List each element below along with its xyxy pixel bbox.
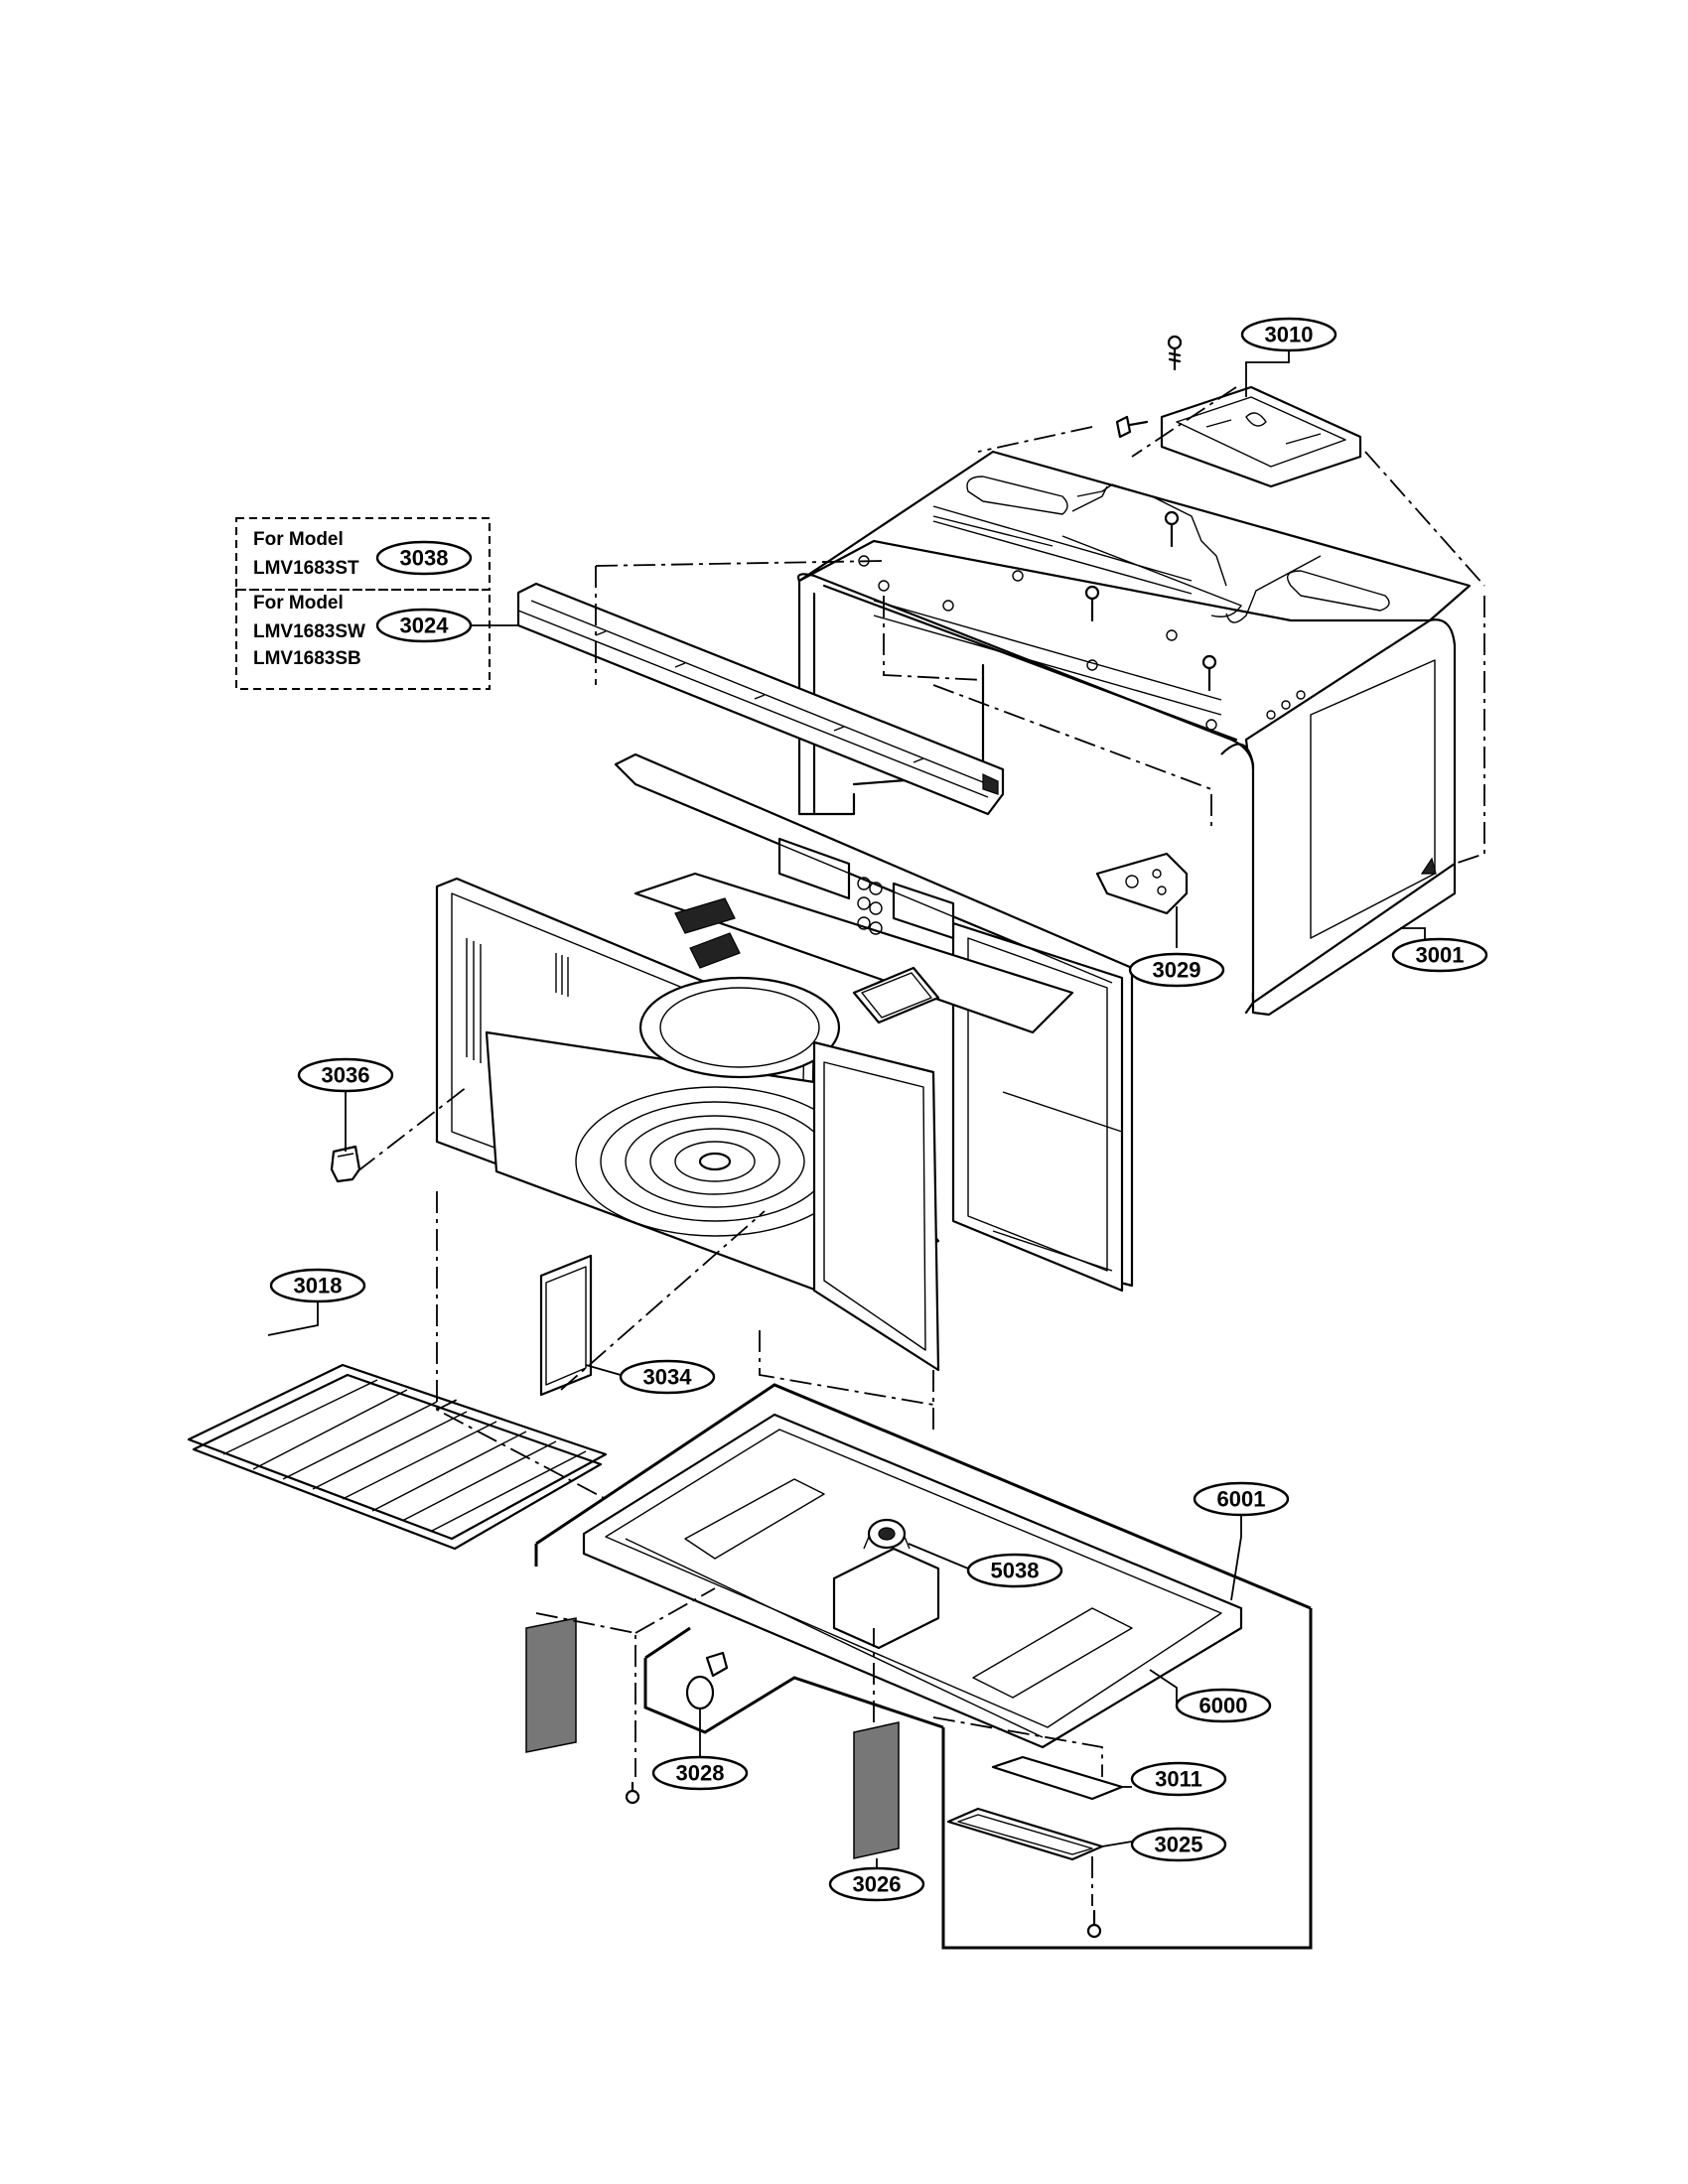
svg-text:3036: 3036 bbox=[322, 1063, 370, 1088]
control-holes bbox=[857, 877, 883, 935]
outer-case-part bbox=[796, 450, 1472, 1017]
base-plate-6000-part bbox=[582, 1413, 1243, 1749]
svg-text:3011: 3011 bbox=[1155, 1767, 1202, 1792]
screw-icon bbox=[1084, 585, 1100, 622]
svg-text:3010: 3010 bbox=[1265, 323, 1314, 347]
svg-text:3028: 3028 bbox=[676, 1761, 725, 1786]
thermostat-5038-part bbox=[863, 1518, 911, 1550]
case-screw-holes bbox=[858, 555, 1306, 731]
screw-icon bbox=[1164, 510, 1180, 548]
model-note-2-line3: LMV1683SB bbox=[253, 648, 361, 669]
model-note-box-2: For Model LMV1683SW LMV1683SB bbox=[235, 589, 491, 690]
sub-assembly-frame bbox=[534, 1383, 1313, 1950]
screw-icon bbox=[1086, 1909, 1102, 1939]
model-note-2-line2: LMV1683SW bbox=[253, 621, 365, 642]
assembly-lines bbox=[356, 386, 1485, 1906]
lamp-holder-3025-part bbox=[946, 1807, 1104, 1861]
callout-3010: 3010 bbox=[1240, 317, 1337, 352]
callout-3028: 3028 bbox=[651, 1755, 749, 1791]
model-note-box-1: For Model LMV1683ST bbox=[235, 517, 491, 591]
callout-3036: 3036 bbox=[297, 1057, 394, 1093]
screw-icon bbox=[625, 1781, 640, 1805]
model-note-1-line1: For Model bbox=[253, 529, 344, 550]
svg-text:3026: 3026 bbox=[853, 1872, 902, 1897]
top-bracket-3010-part bbox=[1084, 335, 1362, 692]
grille-panel-part bbox=[516, 582, 1005, 816]
oven-rack-3018-part bbox=[187, 1363, 608, 1551]
callout-3018: 3018 bbox=[269, 1268, 366, 1303]
callout-5038: 5038 bbox=[966, 1553, 1063, 1588]
svg-text:3034: 3034 bbox=[643, 1365, 693, 1390]
svg-text:3018: 3018 bbox=[294, 1274, 343, 1298]
screw-icon bbox=[1201, 654, 1217, 692]
cavity-assembly-part bbox=[435, 752, 1134, 1372]
callout-3011: 3011 bbox=[1130, 1761, 1227, 1797]
svg-text:3001: 3001 bbox=[1416, 943, 1465, 968]
callout-3034: 3034 bbox=[619, 1359, 716, 1395]
svg-text:3038: 3038 bbox=[400, 546, 449, 571]
screw-icon bbox=[1115, 415, 1149, 439]
grease-filter-3026-part bbox=[853, 1721, 900, 1859]
callout-6000: 6000 bbox=[1175, 1688, 1272, 1723]
svg-text:3029: 3029 bbox=[1153, 958, 1201, 983]
callout-3026: 3026 bbox=[828, 1866, 925, 1902]
model-note-1-line2: LMV1683ST bbox=[253, 558, 359, 579]
callout-3024: 3024 bbox=[375, 608, 473, 643]
callout-6001: 6001 bbox=[1193, 1481, 1290, 1517]
callout-3025: 3025 bbox=[1130, 1827, 1227, 1862]
lamp-cover-3011-part bbox=[991, 1755, 1124, 1801]
latch-3036-part bbox=[330, 1145, 361, 1183]
callout-3001: 3001 bbox=[1391, 937, 1488, 973]
svg-text:3024: 3024 bbox=[400, 614, 450, 638]
svg-text:5038: 5038 bbox=[991, 1559, 1040, 1583]
callout-3029: 3029 bbox=[1128, 952, 1225, 988]
lamp-bulb-3028-part bbox=[685, 1651, 729, 1710]
svg-text:6001: 6001 bbox=[1217, 1487, 1266, 1512]
callout-3038: 3038 bbox=[375, 540, 473, 576]
grease-filter-left-part bbox=[525, 1617, 577, 1753]
screw-icon bbox=[1167, 335, 1183, 371]
leader-lines bbox=[267, 349, 1426, 1868]
svg-text:3025: 3025 bbox=[1155, 1833, 1203, 1857]
svg-text:6000: 6000 bbox=[1199, 1694, 1248, 1718]
model-note-2-line1: For Model bbox=[253, 593, 344, 614]
bracket-3029-part bbox=[1095, 852, 1189, 915]
filter-plate-3034-part bbox=[539, 1254, 593, 1397]
